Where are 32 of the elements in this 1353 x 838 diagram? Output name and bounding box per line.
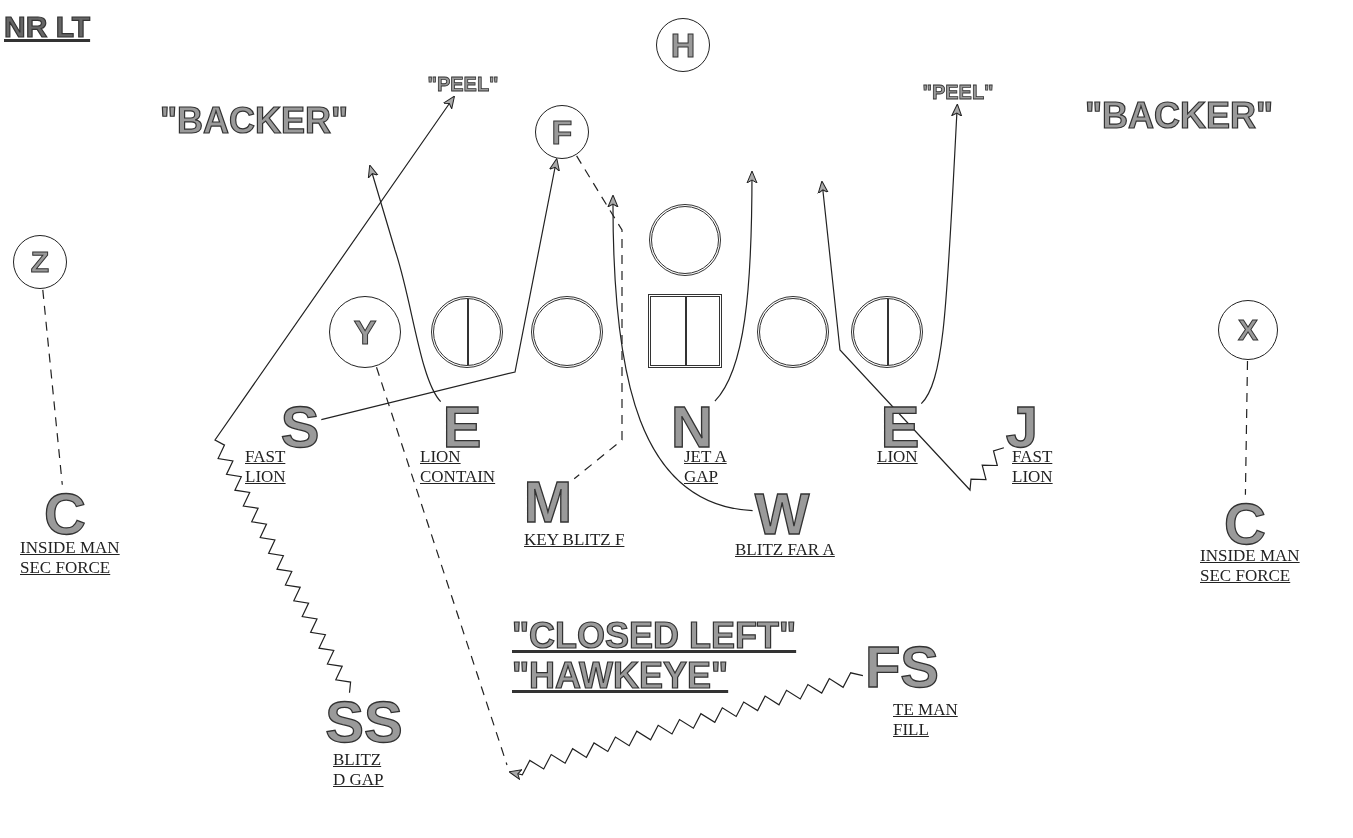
defender-letter: W	[754, 486, 810, 538]
play-call-text: "CLOSED LEFT"	[512, 615, 797, 657]
defender-letter: FS	[864, 639, 940, 691]
play-call-text: "HAWKEYE"	[512, 655, 729, 697]
arrow	[214, 95, 455, 694]
assignment-text: TE MAN FILL	[893, 700, 959, 740]
play-title: NR LT	[4, 10, 91, 44]
assignment-text: INSIDE MAN SEC FORCE	[1200, 546, 1301, 586]
call-text: "BACKER"	[1085, 95, 1274, 137]
call-text: "BACKER"	[160, 100, 349, 142]
call-text: "PEEL"	[922, 81, 994, 103]
arrow	[367, 164, 442, 403]
assignment-text: INSIDE MAN SEC FORCE	[20, 538, 121, 578]
assignment-text: BLITZ FAR A	[735, 540, 836, 560]
arrow	[817, 180, 1005, 492]
assignment-text: BLITZ D GAP	[333, 750, 385, 790]
call-text: "PEEL"	[427, 73, 499, 95]
arrow	[508, 672, 864, 780]
dashed-line	[1244, 360, 1249, 496]
arrow	[607, 194, 754, 512]
dashed-line	[42, 289, 63, 486]
defender-letter: M	[523, 474, 573, 526]
dashed-line	[573, 155, 623, 480]
defender-letter: C	[1224, 496, 1266, 548]
defender-letter: C	[44, 486, 86, 538]
defender-letter: SS	[325, 694, 403, 746]
center-square	[648, 294, 722, 368]
assignment-text: KEY BLITZ F	[524, 530, 626, 550]
arrow	[320, 158, 560, 421]
arrow	[714, 170, 758, 402]
dashed-line	[375, 366, 508, 766]
arrow	[920, 103, 963, 405]
